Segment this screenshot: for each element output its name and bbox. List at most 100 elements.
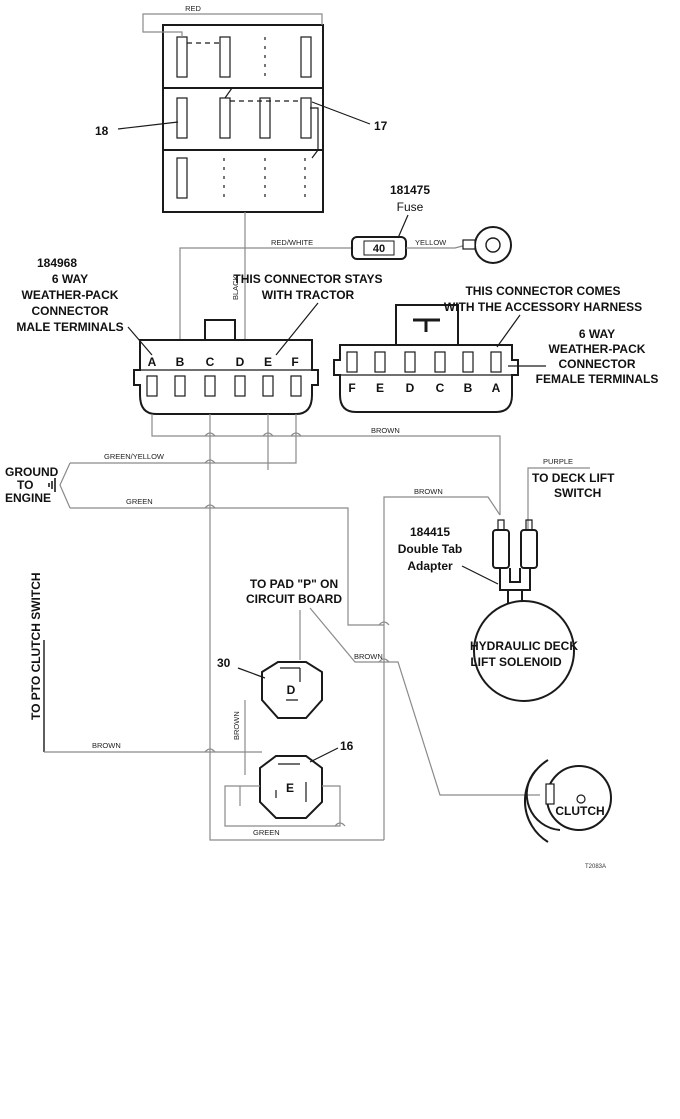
brown-wire-adapter-label: BROWN	[414, 487, 443, 496]
male-connector-leader	[127, 326, 153, 356]
red-wire	[142, 13, 323, 37]
brown-wire-relay-label: BROWN	[232, 711, 241, 740]
double-tab-adapter	[492, 519, 538, 607]
callout-18: 18	[95, 124, 109, 138]
purple-wire-label: PURPLE	[543, 457, 573, 466]
female-pin-a: A	[492, 381, 501, 395]
harness-note-leader	[496, 314, 521, 348]
male-pin-d: D	[236, 355, 245, 369]
clutch	[523, 759, 612, 843]
female-connector-line2: WEATHER-PACK	[549, 342, 646, 356]
red-white-wire-label: RED/WHITE	[271, 238, 313, 247]
purple-wire	[527, 467, 590, 530]
ground-symbol	[48, 478, 56, 492]
callout-18-leader	[117, 121, 179, 130]
adapter-line2: Adapter	[407, 559, 453, 573]
male-connector-line2: WEATHER-PACK	[22, 288, 119, 302]
yellow-wire-label: YELLOW	[415, 238, 447, 247]
switch-block	[162, 24, 324, 213]
figure-code: T2083A	[585, 864, 606, 870]
female-pin-f: F	[348, 381, 355, 395]
relay-d-callout: 30	[217, 656, 231, 670]
circuit-board-line2: CIRCUIT BOARD	[246, 592, 342, 606]
green-yellow-wire	[70, 414, 297, 464]
adapter-leader	[461, 565, 499, 585]
pto-switch-label: TO PTO CLUTCH SWITCH	[29, 572, 43, 720]
circuit-board-line1: TO PAD "P" ON	[250, 577, 338, 591]
solenoid-line1: HYDRAULIC DECK	[470, 639, 578, 653]
green-yellow-wire-label: GREEN/YELLOW	[104, 452, 165, 461]
black-wire-label: BLACK	[231, 275, 240, 300]
male-pin-b: B	[176, 355, 185, 369]
callout-17-leader	[311, 101, 371, 125]
brown-wire-adapter	[383, 496, 501, 840]
male-connector-body	[133, 339, 319, 415]
fuse-part-number: 181475	[390, 183, 430, 197]
deck-lift-line2: SWITCH	[554, 486, 601, 500]
male-connector-pins: A B C D E F	[146, 355, 302, 397]
fuse-window	[363, 240, 395, 256]
switch-block-body	[162, 24, 324, 213]
green-wire-lower-label: GREEN	[253, 828, 280, 837]
brown-wire-clutch	[309, 607, 540, 796]
female-connector-line1: 6 WAY	[579, 327, 615, 341]
tractor-note-leader	[275, 302, 319, 356]
brown-wire-pto-label: BROWN	[92, 741, 121, 750]
ground-line2: TO	[17, 478, 33, 492]
female-pin-e: E	[376, 381, 384, 395]
ground-line1: GROUND	[5, 465, 59, 479]
fuse-rating: 40	[373, 243, 385, 255]
female-connector-line4: FEMALE TERMINALS	[536, 372, 659, 386]
female-connector-pins: F E D C B A	[348, 381, 500, 395]
solenoid-line2: LIFT SOLENOID	[470, 655, 562, 669]
red-wire-label: RED	[185, 4, 201, 13]
brown-wire-clutch-label: BROWN	[354, 652, 383, 661]
clutch-label: CLUTCH	[555, 804, 604, 818]
ground-lead	[59, 462, 71, 509]
brown-wire-a	[151, 414, 501, 515]
relay-e-body	[259, 755, 323, 819]
female-connector-body	[333, 344, 519, 413]
male-pin-a: A	[148, 355, 157, 369]
relay-e-leader	[309, 747, 339, 763]
trunk-wire-c	[209, 414, 384, 841]
callout-17: 17	[374, 119, 388, 133]
tractor-note-line1: THIS CONNECTOR STAYS	[233, 272, 382, 286]
tractor-note-line2: WITH TRACTOR	[262, 288, 355, 302]
green-wire-upper	[70, 507, 384, 626]
adapter-part-number: 184415	[410, 525, 450, 539]
fuse: 40	[351, 236, 407, 260]
female-connector	[333, 304, 519, 413]
male-connector-latch	[204, 319, 236, 341]
fuse-leader	[397, 214, 409, 239]
female-pin-d: D	[406, 381, 415, 395]
relay-d-leader	[237, 667, 266, 679]
wire-crossovers	[204, 432, 390, 827]
brown-wire-a-label: BROWN	[371, 426, 400, 435]
fuse-label: Fuse	[397, 200, 424, 214]
solenoid-body	[473, 600, 575, 702]
relay-e: E	[259, 755, 323, 819]
male-connector-line3: CONNECTOR	[31, 304, 108, 318]
male-connector-part-number: 184968	[37, 256, 77, 270]
female-connector-line3: CONNECTOR	[558, 357, 635, 371]
red-white-wire	[179, 247, 352, 370]
male-connector-line4: MALE TERMINALS	[16, 320, 123, 334]
relay-d-letter: D	[287, 683, 296, 697]
harness-note-line2: WITH THE ACCESSORY HARNESS	[444, 300, 642, 314]
male-connector-line1: 6 WAY	[52, 272, 88, 286]
relay-e-letter: E	[286, 781, 294, 795]
harness-note-line1: THIS CONNECTOR COMES	[465, 284, 620, 298]
green-wire-upper-label: GREEN	[126, 497, 153, 506]
female-pin-b: B	[464, 381, 473, 395]
male-pin-c: C	[206, 355, 215, 369]
deck-lift-line1: TO DECK LIFT	[532, 471, 615, 485]
relay-d: D	[261, 661, 323, 719]
male-pin-e: E	[264, 355, 272, 369]
ground-line3: ENGINE	[5, 491, 51, 505]
adapter-line1: Double Tab	[398, 542, 462, 556]
relay-e-loop	[224, 785, 341, 827]
male-pin-f: F	[291, 355, 298, 369]
relay-e-callout: 16	[340, 739, 354, 753]
